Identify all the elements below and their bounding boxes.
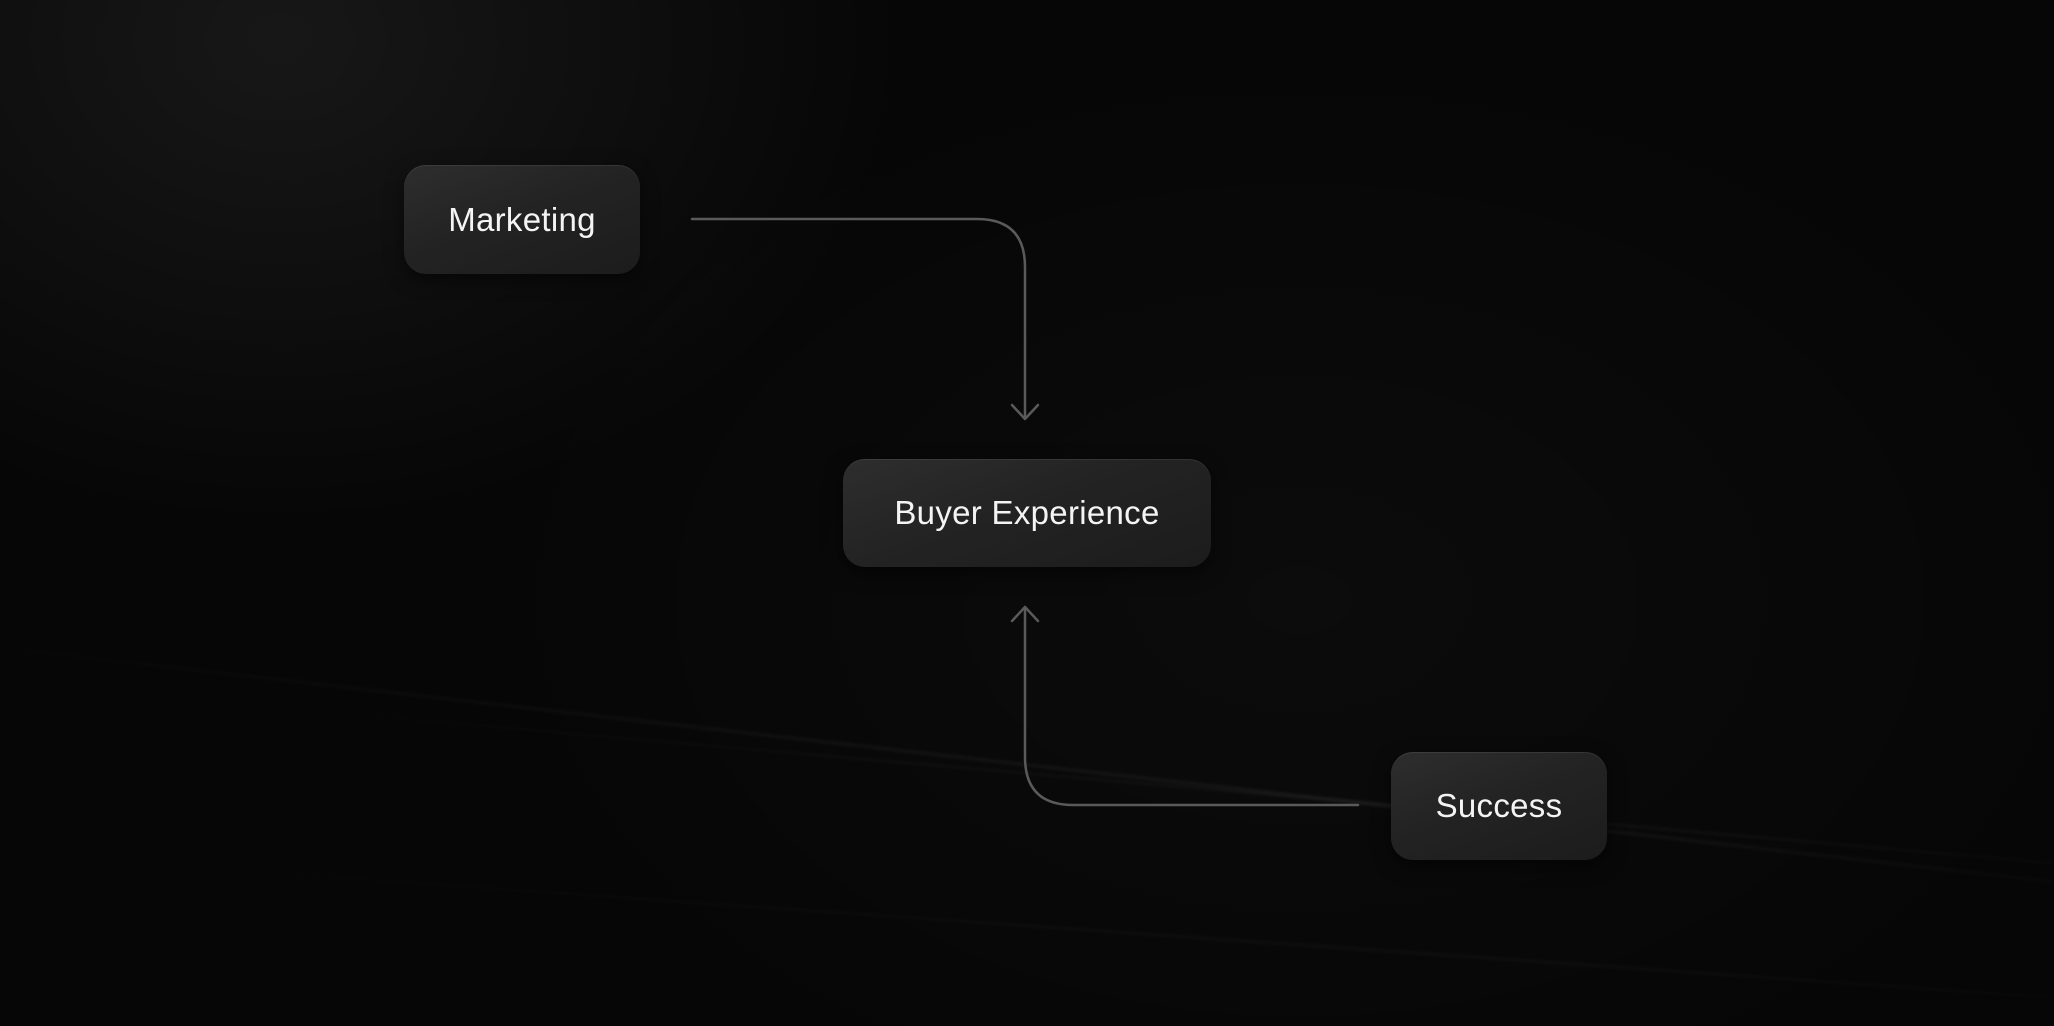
node-buyer-experience: Buyer Experience xyxy=(843,459,1211,567)
arrowhead-up-icon xyxy=(1010,605,1040,623)
connector-success-to-buyer-experience xyxy=(1023,606,1360,807)
arrowhead-down-icon xyxy=(1010,403,1040,421)
connector-marketing-to-buyer-experience xyxy=(690,217,1027,420)
node-success: Success xyxy=(1391,752,1607,860)
node-marketing: Marketing xyxy=(404,165,640,274)
node-buyer-experience-label: Buyer Experience xyxy=(894,494,1160,531)
node-marketing-label: Marketing xyxy=(448,200,596,238)
node-success-label: Success xyxy=(1435,787,1563,824)
